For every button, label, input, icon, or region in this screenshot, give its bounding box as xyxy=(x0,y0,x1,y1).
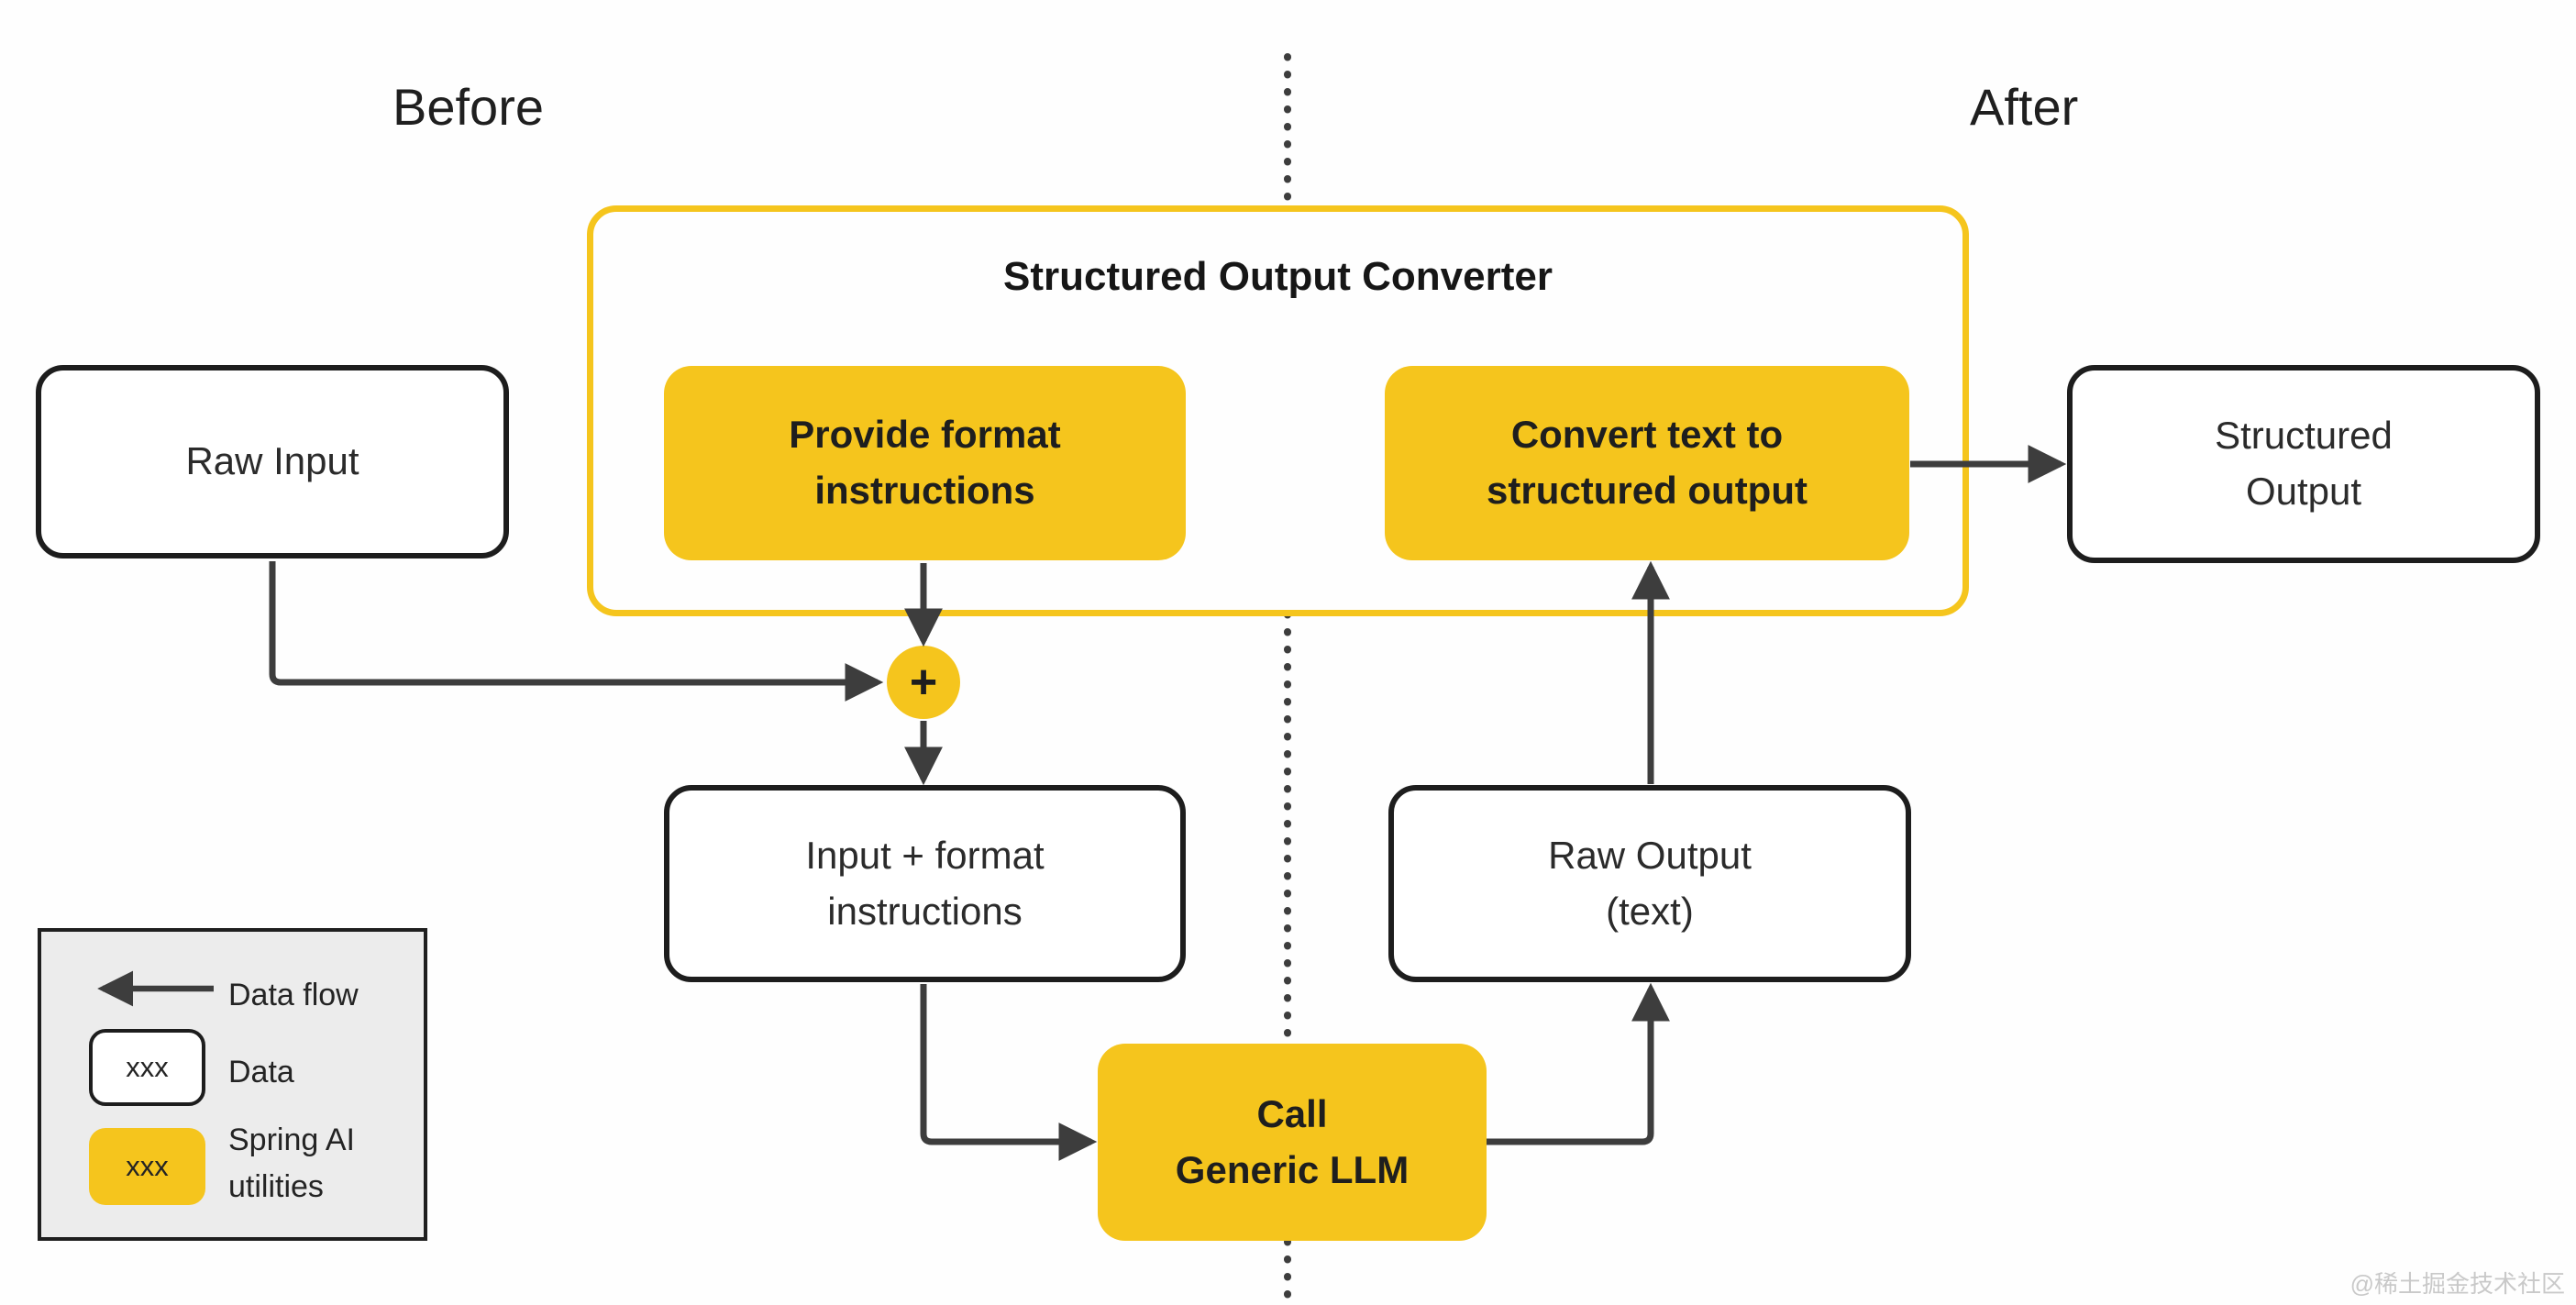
node-raw-input: Raw Input xyxy=(36,365,509,558)
node-convert-text-to-structured-output: Convert text to structured output xyxy=(1385,366,1909,560)
node-provide-format-instructions: Provide format instructions xyxy=(664,366,1186,560)
node-call-generic-llm: Call Generic LLM xyxy=(1098,1044,1487,1241)
arrow-call-llm-to-raw-output xyxy=(1487,982,1670,1145)
plus-junction: + xyxy=(887,646,960,719)
node-input-plus-format-instructions: Input + format instructions xyxy=(664,785,1186,982)
legend-data-label: Data xyxy=(228,1055,294,1089)
node-structured-output: Structured Output xyxy=(2067,365,2540,563)
watermark: @稀土掘金技术社区 xyxy=(2349,1270,2565,1298)
after-label: After xyxy=(1970,78,2079,136)
legend-data-sample-box: xxx xyxy=(89,1029,205,1106)
before-label: Before xyxy=(392,78,544,136)
node-raw-output-text: Raw Output (text) xyxy=(1388,785,1911,982)
legend-data-flow-label: Data flow xyxy=(228,978,359,1012)
arrow-input-format-to-call-llm xyxy=(920,984,1098,1161)
legend-spring-ai-label: Spring AI utilities xyxy=(228,1123,355,1204)
legend-box: Data flow xxx Data xxx Spring AI utiliti… xyxy=(38,928,427,1241)
converter-title: Structured Output Converter xyxy=(1003,254,1553,299)
legend-spring-ai-sample-box: xxx xyxy=(89,1128,205,1205)
